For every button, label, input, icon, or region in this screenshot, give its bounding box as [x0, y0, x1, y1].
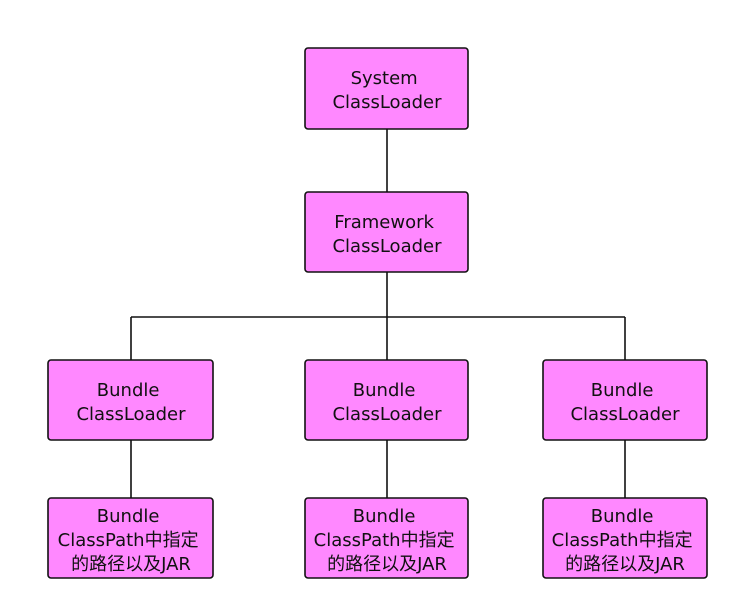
node-label-line: ClassPath中指定	[58, 530, 199, 551]
node-label-line: Bundle	[97, 380, 160, 401]
node-label-line: Bundle	[591, 380, 654, 401]
node-label: Bundle ClassLoader	[332, 380, 442, 425]
node-label: System ClassLoader	[332, 68, 442, 113]
node-label-line: ClassPath中指定	[314, 530, 455, 551]
node-label-line: 的路径以及JAR	[327, 554, 447, 575]
framework-classloader-node: Framework ClassLoader	[304, 191, 469, 273]
node-label-line: ClassPath中指定	[552, 530, 693, 551]
node-label: Bundle ClassPath中指定 的路径以及JAR	[58, 506, 205, 575]
node-label-line: ClassLoader	[332, 236, 442, 257]
bundle-classloader-left-node: Bundle ClassLoader	[47, 359, 214, 441]
node-label-line: ClassLoader	[570, 404, 680, 425]
bundle-classpath-left-node: Bundle ClassPath中指定 的路径以及JAR	[47, 497, 214, 579]
node-label: Bundle ClassPath中指定 的路径以及JAR	[552, 506, 699, 575]
bundle-classloader-right-node: Bundle ClassLoader	[542, 359, 708, 441]
node-label: Framework ClassLoader	[332, 212, 442, 257]
node-label-line: Bundle	[353, 380, 416, 401]
node-label-line: 的路径以及JAR	[565, 554, 685, 575]
node-label-line: ClassLoader	[332, 404, 442, 425]
bundle-classpath-right-node: Bundle ClassPath中指定 的路径以及JAR	[542, 497, 708, 579]
bundle-classpath-middle-node: Bundle ClassPath中指定 的路径以及JAR	[304, 497, 469, 579]
node-label-line: Bundle	[591, 506, 654, 527]
node-label: Bundle ClassPath中指定 的路径以及JAR	[314, 506, 461, 575]
node-label-line: System	[351, 68, 418, 89]
node-label-line: Bundle	[353, 506, 416, 527]
node-label: Bundle ClassLoader	[76, 380, 186, 425]
node-label: Bundle ClassLoader	[570, 380, 680, 425]
node-label-line: 的路径以及JAR	[71, 554, 191, 575]
bundle-classloader-middle-node: Bundle ClassLoader	[304, 359, 469, 441]
node-label-line: ClassLoader	[76, 404, 186, 425]
connectors	[130, 129, 626, 498]
node-label-line: Bundle	[97, 506, 160, 527]
node-label-line: ClassLoader	[332, 92, 442, 113]
system-classloader-node: System ClassLoader	[304, 47, 469, 130]
node-label-line: Framework	[334, 212, 434, 233]
